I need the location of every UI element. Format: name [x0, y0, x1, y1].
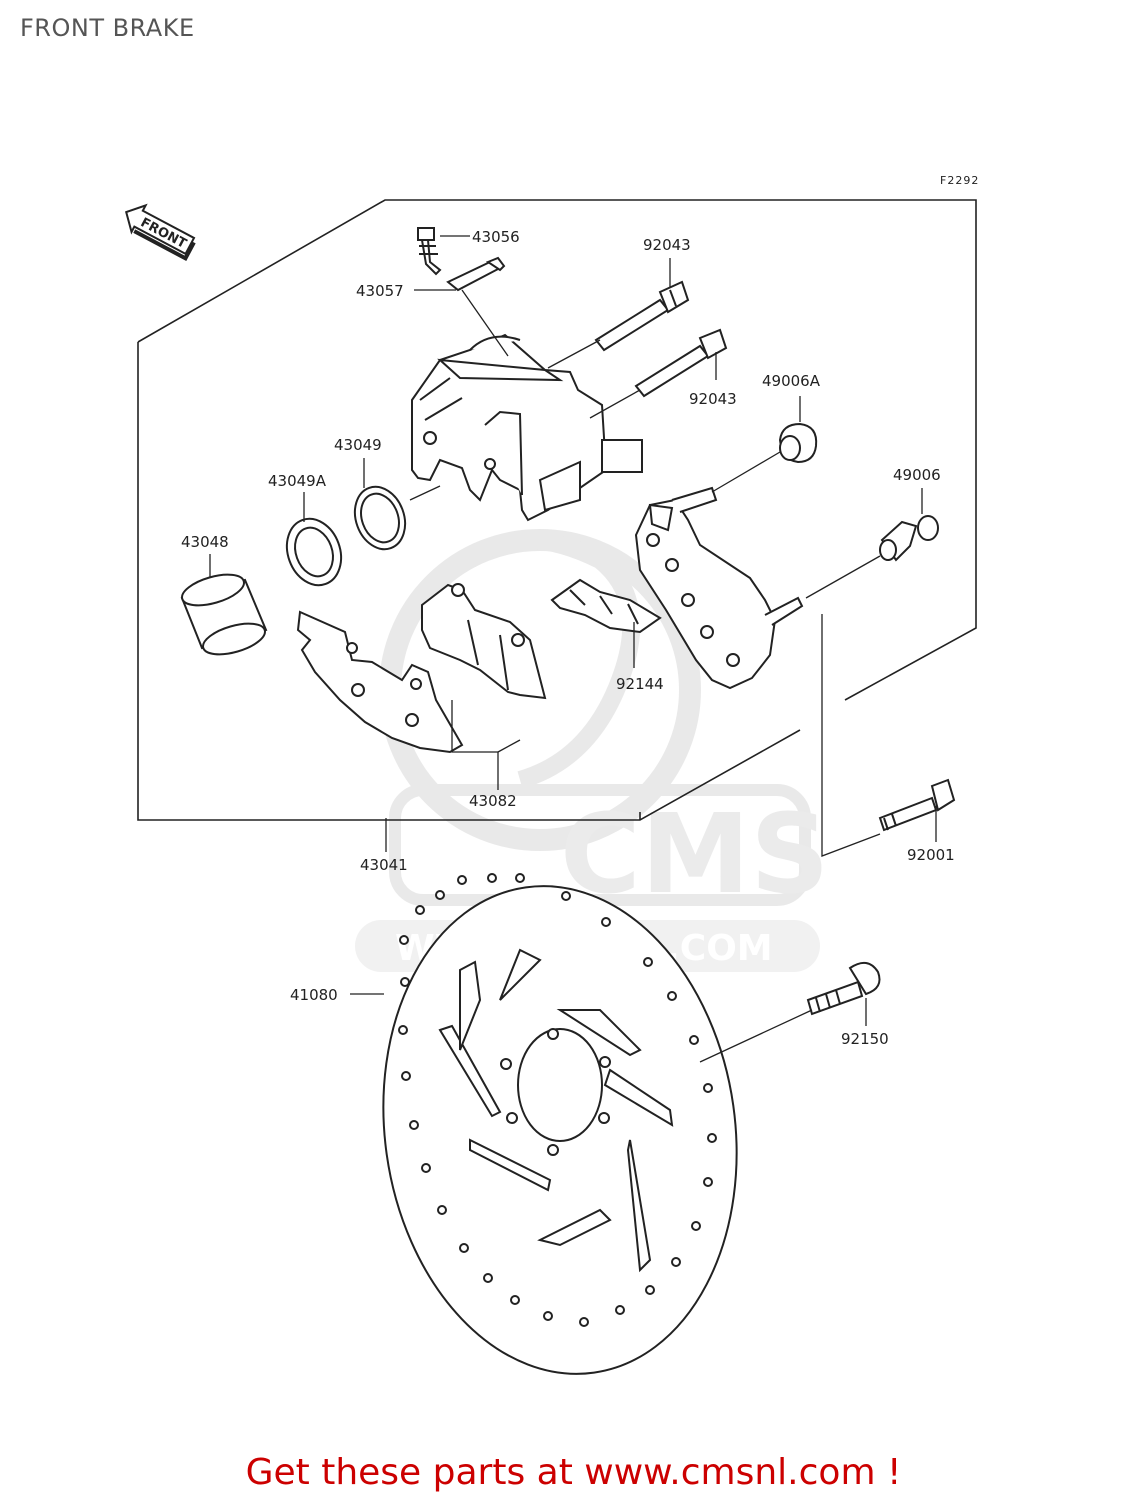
pin-upper-icon	[594, 280, 690, 352]
part-label-92001: 92001	[907, 846, 955, 864]
part-label-92043-lower: 92043	[689, 390, 737, 408]
bleeder-cap-icon	[446, 256, 506, 292]
caliper-bracket	[634, 486, 804, 690]
promo-link[interactable]: Get these parts at www.cmsnl.com !	[245, 1452, 902, 1493]
part-label-43057: 43057	[356, 282, 404, 300]
part-label-49006a: 49006A	[762, 372, 821, 390]
disc-bolt-icon	[806, 961, 881, 1016]
part-label-92144: 92144	[616, 675, 664, 693]
caliper-assembly-boundary	[137, 199, 977, 821]
dust-seal-icon	[285, 517, 343, 587]
pad-shim-icon	[296, 610, 464, 754]
part-label-43049a: 43049A	[268, 472, 327, 490]
watermark-brand: CMS	[560, 790, 829, 918]
leader-lines	[209, 235, 937, 1063]
caliper-body	[411, 333, 643, 522]
figure-code: F2292	[940, 174, 979, 187]
piston-seal-icon	[353, 485, 407, 551]
part-label-92043-upper: 92043	[643, 236, 691, 254]
page-title: FRONT BRAKE	[20, 14, 195, 42]
part-label-49006: 49006	[893, 466, 941, 484]
brake-disc-icon	[382, 873, 738, 1375]
brake-pad-icon	[421, 583, 547, 700]
bleeder-valve-icon	[417, 227, 442, 276]
piston-icon	[180, 573, 268, 656]
part-label-92150: 92150	[841, 1030, 889, 1048]
part-label-43082: 43082	[469, 792, 517, 810]
part-label-43056: 43056	[472, 228, 520, 246]
pin-lower-icon	[634, 328, 728, 398]
boot-a-icon	[778, 422, 818, 464]
front-arrow-icon: FRONT	[125, 203, 196, 262]
mounting-bolt-icon	[878, 778, 956, 832]
pad-spring-icon	[550, 578, 662, 634]
part-label-41080: 41080	[290, 986, 338, 1004]
part-label-43049: 43049	[334, 436, 382, 454]
part-label-43041: 43041	[360, 856, 408, 874]
part-label-43048: 43048	[181, 533, 229, 551]
boot-icon	[879, 515, 939, 562]
